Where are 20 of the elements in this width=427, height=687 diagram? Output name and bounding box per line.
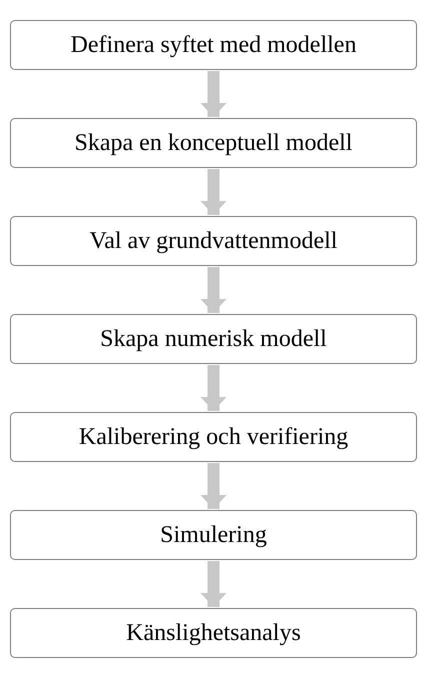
arrow xyxy=(200,267,226,313)
process-box xyxy=(10,20,417,70)
arrow xyxy=(200,169,226,215)
process-box xyxy=(10,510,417,560)
process-box xyxy=(10,412,417,462)
arrow xyxy=(200,463,226,509)
step-label: Definera syftet med modellen xyxy=(70,32,356,58)
step-label: Känslighetsanalys xyxy=(126,620,301,646)
process-box xyxy=(10,608,417,658)
step-label: Skapa en konceptuell modell xyxy=(74,130,352,156)
step-label: Simulering xyxy=(160,522,267,548)
process-box xyxy=(10,216,417,266)
arrow xyxy=(200,561,226,607)
process-box xyxy=(10,118,417,168)
process-box xyxy=(10,314,417,364)
arrow xyxy=(200,71,226,117)
step-label: Skapa numerisk modell xyxy=(100,326,327,352)
arrow xyxy=(200,365,226,411)
step-label: Val av grundvattenmodell xyxy=(90,228,338,254)
step-label: Kaliberering och verifiering xyxy=(78,424,348,450)
